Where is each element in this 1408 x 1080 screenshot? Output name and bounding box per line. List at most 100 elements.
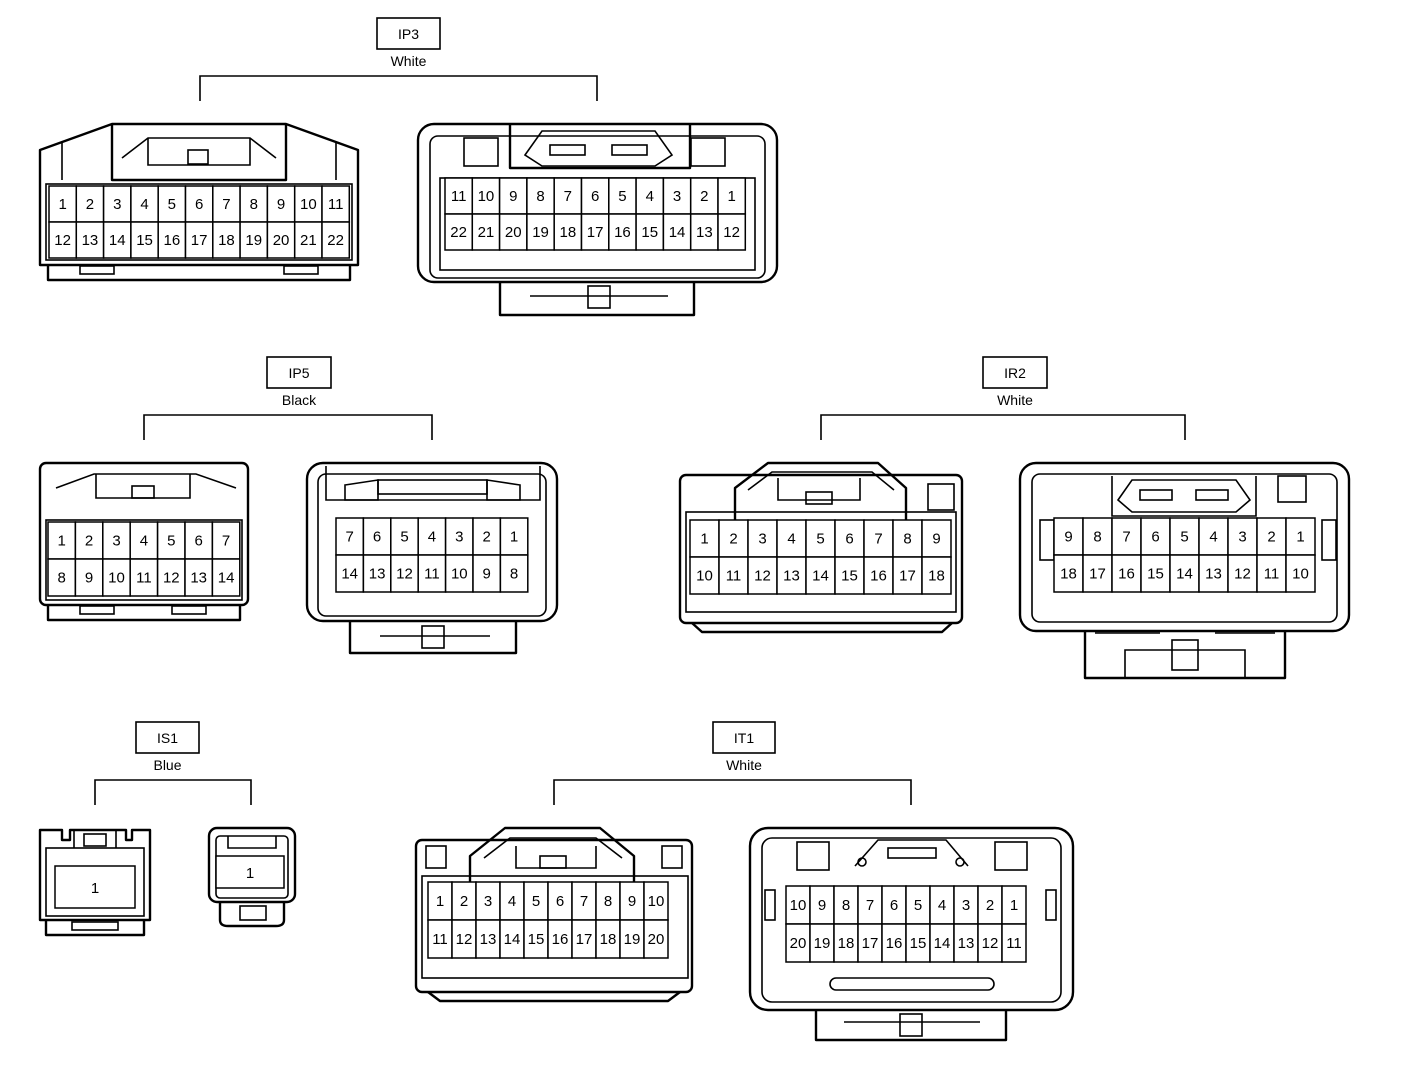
pin-label: 8 bbox=[842, 897, 850, 914]
pin-cell: 3 bbox=[444, 517, 474, 556]
pin-cell-box bbox=[1001, 885, 1027, 925]
pin-label: 14 bbox=[669, 224, 686, 241]
pin-cell-box bbox=[471, 177, 501, 215]
pin-label: 14 bbox=[934, 935, 951, 952]
pin-cell: 6 bbox=[547, 881, 573, 921]
pin-cell-box bbox=[156, 558, 186, 597]
pin-label: 1 bbox=[436, 893, 444, 910]
pin-label: 5 bbox=[618, 188, 626, 205]
pin-label: 15 bbox=[136, 232, 153, 249]
pin-label: 9 bbox=[85, 570, 93, 587]
pin-cell-box bbox=[689, 213, 719, 251]
pin-cell: 16 bbox=[608, 213, 637, 251]
pin-cell: 2 bbox=[75, 185, 105, 223]
pin-cell: 14 bbox=[1169, 554, 1200, 593]
pin-label: 16 bbox=[886, 935, 903, 952]
pin-cell: 19 bbox=[526, 213, 555, 251]
pin-label: 13 bbox=[190, 570, 207, 587]
pin-label: 17 bbox=[899, 568, 916, 585]
pin-label: 1 bbox=[1296, 529, 1304, 546]
pin-label: 9 bbox=[277, 196, 285, 213]
pin-label: 13 bbox=[480, 931, 497, 948]
pin-cell-box bbox=[905, 885, 931, 925]
pin-cell: 4 bbox=[635, 177, 665, 215]
pin-label: 3 bbox=[1238, 529, 1246, 546]
pin-cell: 10 bbox=[1285, 554, 1316, 593]
pin-label: 14 bbox=[1176, 566, 1193, 583]
pin-label: 13 bbox=[783, 568, 800, 585]
pin-cell: 1 bbox=[48, 185, 78, 223]
pin-label: 10 bbox=[300, 196, 317, 213]
pin-cell: 18 bbox=[833, 923, 859, 963]
pin-label: 15 bbox=[641, 224, 658, 241]
pin-label: 18 bbox=[928, 568, 945, 585]
pin-cell: 13 bbox=[776, 556, 807, 595]
pin-label: 6 bbox=[195, 196, 203, 213]
pin-cell: 6 bbox=[834, 519, 865, 558]
pin-cell: 9 bbox=[1053, 517, 1084, 556]
pin-cell-box bbox=[977, 923, 1003, 963]
connector-it1-id-box bbox=[712, 721, 776, 754]
pin-cell-box bbox=[689, 519, 720, 558]
pin-label: 6 bbox=[845, 531, 853, 548]
pin-cell: 11 bbox=[1001, 923, 1027, 963]
pin-cell-box bbox=[184, 558, 214, 597]
connector-it1-id: IT1 bbox=[734, 730, 754, 746]
pin-cell: 6 bbox=[184, 185, 214, 223]
pin-cell: 7 bbox=[863, 519, 894, 558]
pin-cell-box bbox=[1082, 554, 1113, 593]
pin-label: 2 bbox=[483, 529, 491, 546]
pin-cell: 9 bbox=[74, 558, 104, 597]
pin-cell-box bbox=[718, 519, 749, 558]
connector-ip3-color: White bbox=[391, 53, 427, 69]
pin-label: 13 bbox=[696, 224, 713, 241]
pin-cell: 6 bbox=[580, 177, 610, 215]
pin-label: 1 bbox=[58, 196, 66, 213]
pin-cell-box bbox=[74, 521, 104, 560]
pin-cell: 8 bbox=[595, 881, 621, 921]
connector-is1-id: IS1 bbox=[157, 730, 178, 746]
connector-it1-color: White bbox=[726, 757, 762, 773]
pin-cell: 12 bbox=[451, 919, 477, 959]
pin-cell-box bbox=[523, 919, 549, 959]
pin-label: 9 bbox=[818, 897, 826, 914]
pin-label: 19 bbox=[532, 224, 549, 241]
pin-label: 11 bbox=[328, 196, 344, 213]
pin-label: 13 bbox=[1205, 566, 1222, 583]
pin-label: 17 bbox=[576, 931, 593, 948]
pin-cell-box bbox=[881, 923, 907, 963]
pin-cell: 11 bbox=[1256, 554, 1287, 593]
pin-cell-box bbox=[390, 554, 419, 593]
pin-cell: 4 bbox=[929, 885, 955, 925]
pin-cell: 14 bbox=[929, 923, 955, 963]
connector-ir2-bracket bbox=[820, 414, 1186, 440]
pin-cell: 17 bbox=[184, 221, 214, 259]
pin-cell: 2 bbox=[718, 519, 749, 558]
pin-label: 15 bbox=[841, 568, 858, 585]
pin-cell: 10 bbox=[444, 554, 474, 593]
pin-cell: 10 bbox=[689, 556, 720, 595]
pin-label: 18 bbox=[838, 935, 855, 952]
pin-cell-box bbox=[211, 521, 241, 560]
pin-label: 10 bbox=[451, 566, 468, 583]
pin-cell: 20 bbox=[643, 919, 669, 959]
pin-cell: 6 bbox=[362, 517, 392, 556]
pin-cell: 11 bbox=[444, 177, 474, 215]
pin-cell-box bbox=[321, 185, 351, 223]
pin-cell-box bbox=[475, 881, 501, 921]
pin-cell: 19 bbox=[619, 919, 645, 959]
pin-cell-box bbox=[929, 885, 955, 925]
pin-cell: 1 bbox=[1001, 885, 1027, 925]
pin-cell: 15 bbox=[635, 213, 665, 251]
pin-cell: 4 bbox=[1198, 517, 1229, 556]
pin-cell: 9 bbox=[619, 881, 645, 921]
pin-cell: 14 bbox=[335, 554, 365, 593]
pin-label: 3 bbox=[113, 196, 121, 213]
pin-cell: 14 bbox=[211, 558, 241, 597]
pin-cell-box bbox=[1140, 554, 1171, 593]
pin-cell-box bbox=[1285, 554, 1316, 593]
pin-cell: 3 bbox=[747, 519, 778, 558]
